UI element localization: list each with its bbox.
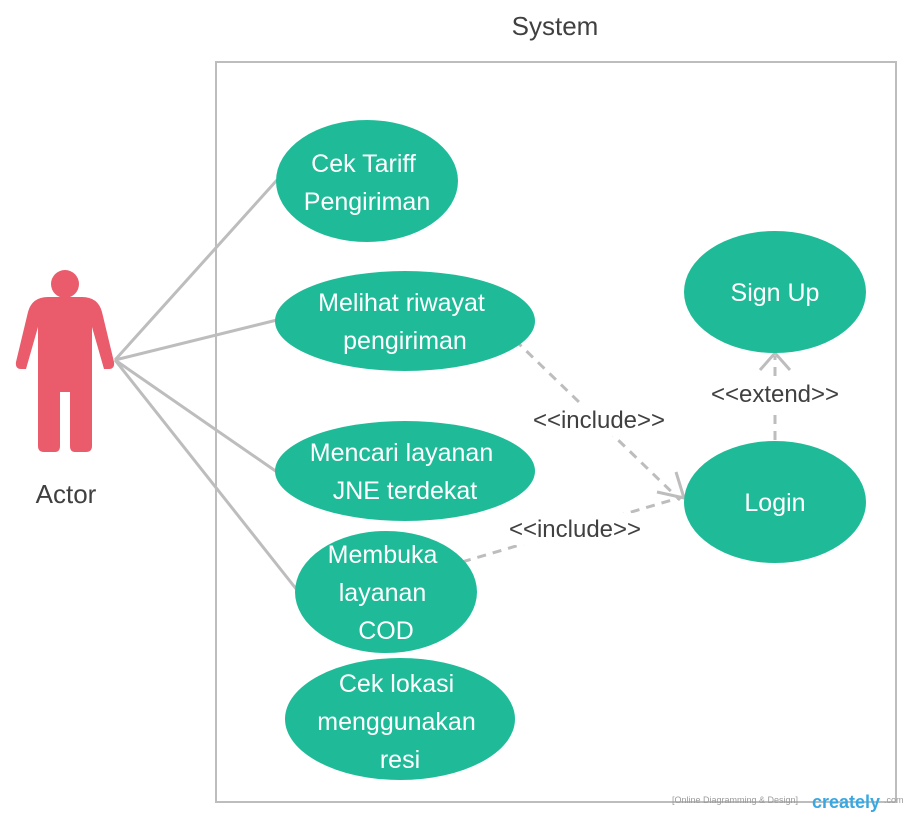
- actor-associations: [113, 178, 299, 591]
- association-line-cek-tariff: [113, 178, 279, 362]
- include-label-2: <<include>>: [509, 516, 641, 543]
- association-line-melihat-riwayat: [114, 318, 278, 362]
- use-case-label-sign-up: Sign Up: [731, 279, 820, 307]
- use-case-cek-lokasi[interactable]: [285, 658, 515, 780]
- use-case-mencari-layanan[interactable]: [275, 421, 535, 521]
- creately-watermark: [Online Diagramming & Design] creately .…: [672, 792, 904, 812]
- actor-body: [15, 297, 115, 452]
- system-boundary: [215, 61, 897, 803]
- use-case-label-mencari-layanan: Mencari layanan JNE terdekat: [310, 439, 500, 505]
- actor-head: [51, 270, 79, 298]
- use-cases: [275, 120, 866, 780]
- use-case-label-cek-lokasi: Cek lokasi menggunakan resi: [317, 670, 482, 774]
- use-case-sign-up[interactable]: [684, 231, 866, 353]
- use-case-melihat-riwayat[interactable]: [275, 271, 535, 371]
- use-case-membuka-cod[interactable]: [295, 531, 477, 653]
- actor-icon[interactable]: [15, 270, 115, 452]
- use-case-cek-tariff[interactable]: [276, 120, 458, 242]
- use-case-login[interactable]: [684, 441, 866, 563]
- extend-label: <<extend>>: [711, 381, 839, 408]
- use-case-label-melihat-riwayat: Melihat riwayat pengiriman: [318, 289, 492, 355]
- watermark-suffix: .com: [884, 795, 904, 805]
- use-case-label-cek-tariff: Cek Tariff Pengiriman: [304, 150, 430, 216]
- include-label-1: <<include>>: [533, 407, 665, 434]
- watermark-text: [Online Diagramming & Design]: [672, 795, 798, 805]
- watermark-brand: creately: [812, 792, 880, 812]
- use-case-label-login: Login: [744, 489, 805, 517]
- use-case-label-membuka-cod: Membuka layanan COD: [328, 541, 445, 645]
- association-line-mencari-layanan: [114, 358, 278, 474]
- actor-label: Actor: [36, 479, 97, 509]
- system-title: System: [512, 11, 599, 41]
- association-line-membuka-cod: [113, 359, 299, 591]
- include-arrowhead: [656, 471, 687, 501]
